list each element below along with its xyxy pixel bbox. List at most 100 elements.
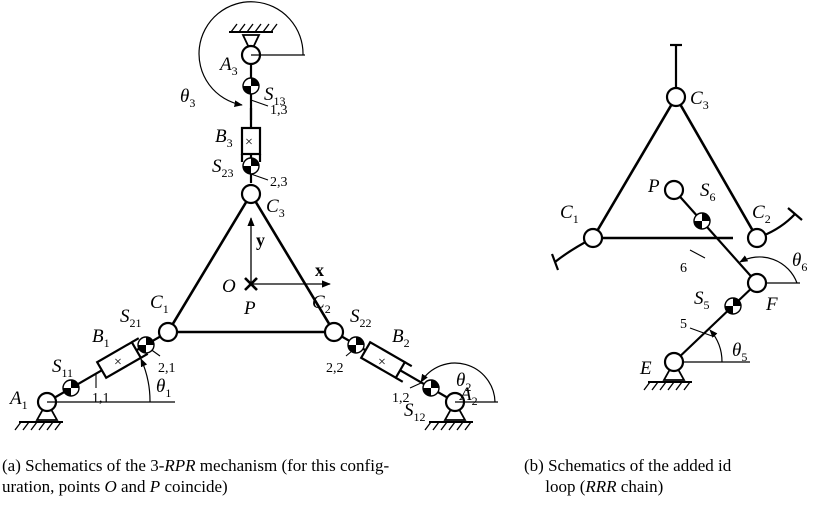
svg-text:S21: S21 [120,306,142,330]
svg-text:C1: C1 [150,292,169,316]
svg-text:S13: S13 [264,84,286,108]
y-axis-label: y [256,230,265,250]
label-c3: C [266,196,279,217]
svg-text:C2: C2 [312,292,331,316]
label-s23: S [212,156,222,177]
label-theta6: θ [792,250,801,271]
caption-b: (b) Schematics of the added id loop (RRR… [524,456,732,496]
com-s23 [242,157,260,175]
revolute-joint-c2 [323,321,345,343]
label-s6: S [700,180,710,201]
svg-text:×: × [378,355,386,370]
svg-text:S12: S12 [404,400,426,424]
svg-text:A3: A3 [218,54,238,78]
link-number-1-3: 1,3 [270,103,288,118]
com-s12 [422,379,440,397]
svg-text:θ6: θ6 [792,250,807,274]
label-s12: S [404,400,414,421]
panel-b-diagram [550,43,803,392]
label-s5: S [694,288,704,309]
revolute-joint-c2-b [746,227,768,249]
link-number-1-2: 1,2 [392,391,410,406]
label-s21: S [120,306,130,327]
label-p: P [243,298,256,319]
label-c1-b: C [560,202,573,223]
label-p-b: P [647,176,660,197]
moving-platform-triangle [165,191,337,334]
label-c3-b: C [690,88,703,109]
svg-text:θ3: θ3 [180,86,195,110]
com-s13 [242,77,260,95]
svg-text:B2: B2 [392,326,410,350]
prismatic-joint-b1 [95,340,143,380]
label-a1: A [8,388,22,409]
origin-marker [244,277,258,291]
link-number-2-1: 2,1 [158,361,176,376]
revolute-joint-f [746,272,768,294]
svg-text:×: × [245,135,253,150]
prismatic-joint-b3 [240,126,262,156]
label-a3: A [218,54,232,75]
label-c2: C [312,292,325,313]
svg-text:S11: S11 [52,356,73,380]
svg-text:C2: C2 [752,202,771,226]
triangle-side-right [674,96,759,239]
svg-text:C1: C1 [560,202,579,226]
label-c1: C [150,292,163,313]
revolute-joint-c1-b [582,227,604,249]
label-b2: B [392,326,404,347]
svg-text:A2: A2 [458,384,478,408]
svg-text:θ1: θ1 [156,376,171,400]
label-theta2: θ [456,370,465,391]
com-s5 [724,297,742,315]
svg-text:θ5: θ5 [732,340,747,364]
x-axis-label: x [315,260,324,280]
prismatic-joint-b2 [359,340,407,380]
revolute-joint-c3-b [665,86,687,108]
com-s21 [137,336,155,354]
theta1-angle-arc [140,358,151,403]
label-o: O [222,276,236,297]
theta3-angle-arc [198,1,304,107]
label-theta1: θ [156,376,165,397]
link-5 [673,282,758,363]
link-6 [673,189,758,284]
svg-text:S6: S6 [700,180,716,204]
com-s22 [347,336,365,354]
link-number-6: 6 [680,261,687,276]
svg-text:C3: C3 [690,88,709,112]
svg-text:S5: S5 [694,288,710,312]
link-number-1-1: 1,1 [92,391,110,406]
svg-text:S22: S22 [350,306,372,330]
svg-text:A1: A1 [8,388,28,412]
label-a2: A [458,384,472,405]
label-s13: S [264,84,274,105]
svg-text:×: × [114,355,122,370]
caption-a: (a) Schematics of the 3-RPR mechanism (f… [2,456,390,496]
theta2-angle-arc [420,362,496,403]
label-s22: S [350,306,360,327]
revolute-joint-p [663,179,685,201]
label-theta3: θ [180,86,189,107]
theta6-angle-arc [739,255,798,284]
label-e: E [639,358,652,379]
com-s11 [62,379,80,397]
label-b1: B [92,326,104,347]
triangle-side-left [591,96,678,239]
label-theta5: θ [732,340,741,361]
label-c2-b: C [752,202,765,223]
svg-text:B3: B3 [215,126,233,150]
link-number-5: 5 [680,317,687,332]
link-number-2-2: 2,2 [326,361,344,376]
theta5-angle-arc [709,329,723,363]
svg-text:S23: S23 [212,156,234,180]
revolute-joint-c1 [157,321,179,343]
label-b3: B [215,126,227,147]
label-s11: S [52,356,62,377]
svg-text:B1: B1 [92,326,110,350]
revolute-joint-e [663,351,685,373]
label-f: F [765,294,778,315]
link-number-2-3: 2,3 [270,175,288,190]
panel-a-diagram: × × × [13,1,498,432]
